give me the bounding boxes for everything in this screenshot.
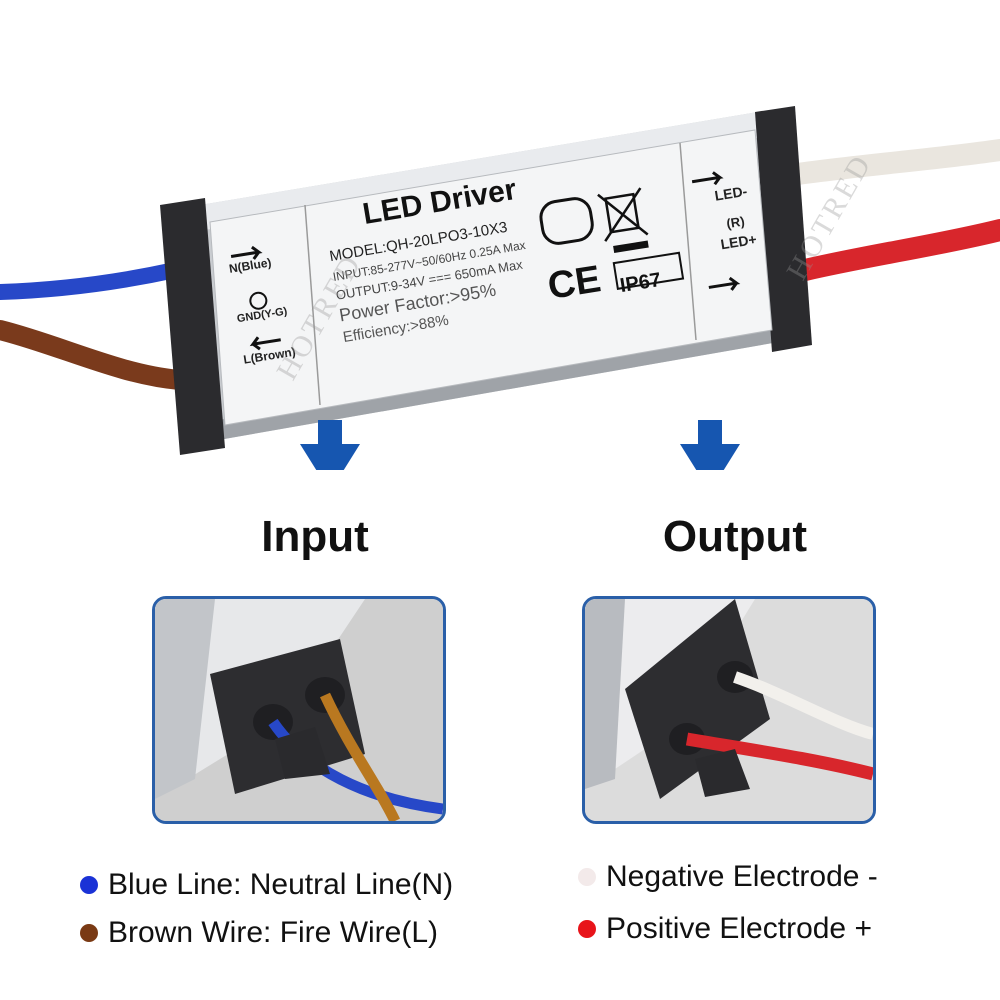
down-arrow-icon: [300, 420, 360, 470]
ground-icon: [249, 291, 268, 310]
legend-text: Brown Wire: Fire Wire(L): [108, 916, 439, 949]
led-driver-illustration: [0, 106, 1000, 470]
output-connector-illustration: [585, 599, 873, 821]
cert-box-icon: [539, 197, 594, 245]
red-dot-icon: [578, 920, 596, 938]
arrow-right-icon: [708, 276, 741, 291]
brown-wire: [0, 320, 190, 390]
driver-right-labels: LED- (R) LED+: [700, 181, 769, 255]
ce-mark: CE: [544, 258, 604, 308]
output-photo: [582, 596, 876, 824]
legend-item-blue: Blue Line: Neutral Line(N): [80, 868, 453, 902]
blue-wire: [0, 262, 183, 300]
input-connector-illustration: [155, 599, 443, 821]
input-legend: Blue Line: Neutral Line(N) Brown Wire: F…: [80, 868, 453, 950]
legend-text: Negative Electrode -: [606, 860, 878, 893]
arrow-right-icon: [230, 245, 263, 260]
arrow-right-icon: [691, 171, 724, 186]
legend-item-red: Positive Electrode +: [578, 912, 878, 946]
brown-dot-icon: [80, 924, 98, 942]
arrow-left-icon: [249, 336, 281, 351]
legend-text: Blue Line: Neutral Line(N): [108, 868, 454, 901]
legend-item-white: Negative Electrode -: [578, 860, 878, 894]
weee-bin-icon: [597, 187, 649, 253]
output-legend: Negative Electrode - Positive Electrode …: [578, 860, 878, 946]
red-wire: [794, 219, 1000, 281]
white-dot-icon: [578, 868, 596, 886]
input-heading: Input: [261, 512, 369, 561]
ip-rating-box: [612, 251, 685, 290]
legend-item-brown: Brown Wire: Fire Wire(L): [80, 916, 453, 950]
blue-dot-icon: [80, 876, 98, 894]
legend-text: Positive Electrode +: [606, 912, 872, 945]
output-heading: Output: [662, 512, 808, 561]
white-wire: [779, 139, 1000, 186]
input-photo: [152, 596, 446, 824]
down-arrow-icon: [680, 420, 740, 470]
